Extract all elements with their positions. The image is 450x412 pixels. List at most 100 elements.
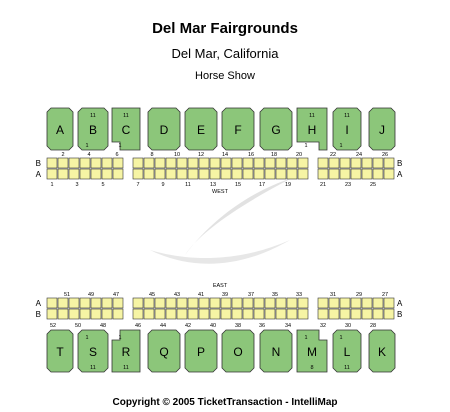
section-N[interactable] (259, 329, 293, 373)
seat[interactable] (165, 157, 177, 169)
seat[interactable] (132, 157, 144, 169)
seat[interactable] (275, 157, 287, 169)
seat[interactable] (297, 157, 309, 169)
seat[interactable] (198, 168, 210, 180)
section-H[interactable] (296, 107, 328, 151)
seat[interactable] (112, 157, 124, 169)
section-E[interactable] (184, 107, 218, 151)
seat[interactable] (231, 157, 243, 169)
seat[interactable] (198, 157, 210, 169)
seat[interactable] (372, 297, 384, 309)
seat[interactable] (46, 157, 58, 169)
seat[interactable] (57, 297, 69, 309)
seat[interactable] (286, 308, 298, 320)
seat[interactable] (328, 308, 340, 320)
seat[interactable] (328, 157, 340, 169)
seat[interactable] (143, 297, 155, 309)
section-S[interactable] (77, 329, 109, 373)
seat[interactable] (187, 157, 199, 169)
seat[interactable] (361, 168, 373, 180)
seat[interactable] (112, 168, 124, 180)
section-C[interactable] (111, 107, 141, 151)
seat[interactable] (187, 308, 199, 320)
seat[interactable] (101, 297, 113, 309)
section-A[interactable] (46, 107, 74, 151)
seat[interactable] (339, 297, 351, 309)
seat[interactable] (264, 308, 276, 320)
seat[interactable] (220, 168, 232, 180)
seat[interactable] (264, 168, 276, 180)
seat[interactable] (68, 168, 80, 180)
section-L[interactable] (332, 329, 362, 373)
section-P[interactable] (184, 329, 218, 373)
seat[interactable] (90, 168, 102, 180)
seat[interactable] (242, 308, 254, 320)
seat[interactable] (339, 168, 351, 180)
seat[interactable] (286, 168, 298, 180)
seat[interactable] (286, 297, 298, 309)
seat[interactable] (383, 308, 395, 320)
seat[interactable] (176, 168, 188, 180)
seat[interactable] (209, 308, 221, 320)
seat[interactable] (383, 168, 395, 180)
seat[interactable] (154, 157, 166, 169)
seat[interactable] (209, 297, 221, 309)
seat[interactable] (328, 168, 340, 180)
seat[interactable] (350, 308, 362, 320)
seat[interactable] (372, 168, 384, 180)
seat[interactable] (361, 297, 373, 309)
seat[interactable] (350, 157, 362, 169)
seat[interactable] (275, 297, 287, 309)
seat[interactable] (101, 308, 113, 320)
seat[interactable] (68, 297, 80, 309)
seat[interactable] (253, 297, 265, 309)
seat[interactable] (79, 297, 91, 309)
seat[interactable] (220, 308, 232, 320)
seat[interactable] (350, 168, 362, 180)
section-T[interactable] (46, 329, 74, 373)
seat[interactable] (198, 297, 210, 309)
seat[interactable] (264, 157, 276, 169)
seat[interactable] (297, 308, 309, 320)
seat[interactable] (79, 168, 91, 180)
seat[interactable] (68, 308, 80, 320)
seat[interactable] (253, 168, 265, 180)
seat[interactable] (143, 157, 155, 169)
seat[interactable] (132, 168, 144, 180)
seat[interactable] (46, 168, 58, 180)
seat[interactable] (339, 157, 351, 169)
seat[interactable] (154, 297, 166, 309)
seat[interactable] (57, 157, 69, 169)
seat[interactable] (165, 308, 177, 320)
seat[interactable] (383, 297, 395, 309)
seat[interactable] (143, 308, 155, 320)
seat[interactable] (231, 308, 243, 320)
section-M[interactable] (296, 329, 328, 373)
seat[interactable] (242, 297, 254, 309)
seat[interactable] (176, 308, 188, 320)
seat[interactable] (275, 168, 287, 180)
seat[interactable] (165, 168, 177, 180)
seat[interactable] (165, 297, 177, 309)
seat[interactable] (372, 157, 384, 169)
seat[interactable] (209, 168, 221, 180)
section-O[interactable] (221, 329, 255, 373)
seat[interactable] (112, 297, 124, 309)
seat[interactable] (242, 157, 254, 169)
seat[interactable] (57, 168, 69, 180)
seat[interactable] (90, 297, 102, 309)
seat[interactable] (143, 168, 155, 180)
seat[interactable] (328, 297, 340, 309)
seat[interactable] (317, 308, 329, 320)
section-G[interactable] (259, 107, 293, 151)
seat[interactable] (317, 157, 329, 169)
section-Q[interactable] (147, 329, 181, 373)
seat[interactable] (154, 168, 166, 180)
seat[interactable] (286, 157, 298, 169)
seat[interactable] (220, 157, 232, 169)
seat[interactable] (132, 297, 144, 309)
seat[interactable] (187, 297, 199, 309)
seat[interactable] (176, 297, 188, 309)
seat[interactable] (57, 308, 69, 320)
section-D[interactable] (147, 107, 181, 151)
